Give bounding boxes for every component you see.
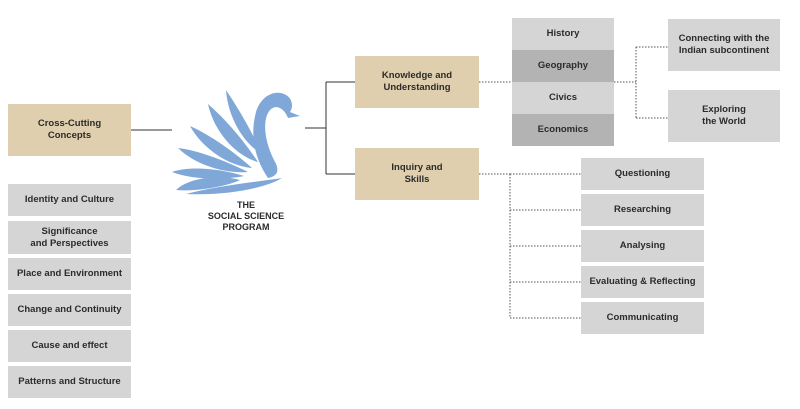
knowledge-understanding-box: Knowledge and Understanding — [355, 56, 479, 108]
subject-economics: Economics — [512, 114, 614, 146]
skill-communicating: Communicating — [581, 302, 704, 334]
subject-civics: Civics — [512, 82, 614, 114]
skill-researching: Researching — [581, 194, 704, 226]
concept-cause-effect: Cause and effect — [8, 330, 131, 362]
outcome-exploring-world: Exploring the World — [668, 90, 780, 142]
inquiry-skills-box: Inquiry and Skills — [355, 148, 479, 200]
program-logo-text: THE SOCIAL SCIENCE PROGRAM — [207, 200, 285, 232]
cross-cutting-concepts-box: Cross-Cutting Concepts — [8, 104, 131, 156]
skill-questioning: Questioning — [581, 158, 704, 190]
subject-geography: Geography — [512, 50, 614, 82]
concept-change-continuity: Change and Continuity — [8, 294, 131, 326]
subject-history: History — [512, 18, 614, 50]
skill-evaluating-reflecting: Evaluating & Reflecting — [581, 266, 704, 298]
concept-significance-perspectives: Significance and Perspectives — [8, 221, 131, 254]
skill-analysing: Analysing — [581, 230, 704, 262]
concept-place-environment: Place and Environment — [8, 258, 131, 290]
concept-patterns-structure: Patterns and Structure — [8, 366, 131, 398]
outcome-indian-subcontinent: Connecting with the Indian subcontinent — [668, 19, 780, 71]
swan-logo-icon — [172, 90, 300, 195]
concept-identity-culture: Identity and Culture — [8, 184, 131, 216]
